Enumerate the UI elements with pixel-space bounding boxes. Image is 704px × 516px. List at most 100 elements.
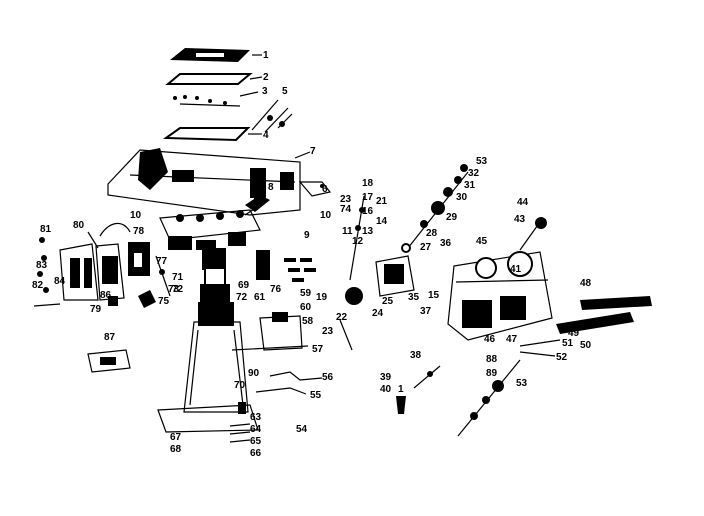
callout-label: 14	[376, 216, 388, 227]
callout-label: 54	[296, 424, 308, 435]
callout-label: 48	[580, 278, 592, 289]
part-50-rail	[556, 312, 634, 334]
part-52-screw	[519, 351, 556, 357]
callout-label: 55	[310, 390, 322, 401]
callout-label: 37	[420, 306, 432, 317]
callout-label: 70	[234, 380, 246, 391]
callout-label: 57	[312, 344, 324, 355]
callout-label: 9	[304, 230, 310, 241]
callout-label: 84	[54, 276, 66, 287]
callout-label: 77	[156, 256, 168, 267]
callout-label: 41	[510, 264, 522, 275]
part-18-shaft	[349, 195, 365, 281]
part-8-lever	[245, 185, 270, 212]
callout-label: 39	[380, 372, 392, 383]
callout-label: 68	[170, 444, 182, 455]
callout-label: 10	[130, 210, 142, 221]
callout-label: 50	[580, 340, 592, 351]
part-2-gasket	[165, 73, 253, 85]
part-5-bolts	[251, 99, 293, 133]
callout-label: 52	[556, 352, 568, 363]
callout-label: 5	[282, 86, 288, 97]
callout-label: 15	[428, 290, 440, 301]
callout-label: 81	[40, 224, 52, 235]
part-3-screws	[173, 95, 241, 107]
callout-label: 1	[398, 384, 404, 395]
callout-label: 64	[250, 424, 262, 435]
callout-label: 36	[440, 238, 452, 249]
callout-label: 56	[322, 372, 334, 383]
callout-label: 26	[386, 266, 398, 277]
callout-label: 66	[250, 448, 262, 459]
callout-label: 69	[238, 280, 250, 291]
callout-label: 82	[32, 280, 44, 291]
callout-label: 72	[172, 284, 184, 295]
callout-label: 17	[362, 192, 374, 203]
callout-label: 60	[300, 302, 312, 313]
part-80-bracket	[59, 231, 99, 301]
callout-label: 32	[468, 168, 480, 179]
callout-label: 28	[426, 228, 438, 239]
base-flange	[157, 404, 259, 433]
callout-label: 29	[446, 212, 458, 223]
callout-label: 35	[408, 292, 420, 303]
part-9-plates	[284, 258, 316, 282]
callout-label: 67	[170, 432, 182, 443]
callout-label: 38	[410, 350, 422, 361]
callout-label: 86	[100, 290, 112, 301]
part-23-rod	[339, 319, 353, 351]
callout-label: 25	[382, 296, 394, 307]
callout-label: 72	[236, 292, 248, 303]
callout-label: 21	[376, 196, 388, 207]
part-51-rod	[519, 339, 561, 347]
callout-label: 87	[104, 332, 116, 343]
part-45-gearbox	[447, 251, 553, 341]
callout-label: 65	[250, 436, 262, 447]
leader-3	[239, 91, 259, 97]
callout-label: 47	[506, 334, 518, 345]
callout-label: 75	[158, 296, 170, 307]
callout-label: 7	[310, 146, 316, 157]
callout-label: 16	[362, 206, 374, 217]
callout-label: 30	[456, 192, 468, 203]
part-10-spring	[99, 222, 131, 237]
callout-label: 59	[300, 288, 312, 299]
callout-label: 74	[340, 204, 352, 215]
callout-label: 46	[484, 334, 496, 345]
part-19-gear	[345, 287, 363, 305]
part-56-clamp	[269, 371, 323, 381]
part-70-stud	[238, 402, 246, 414]
part-44-knob	[519, 217, 547, 251]
part-87-plate	[87, 349, 131, 373]
callout-label: 73	[168, 284, 180, 295]
callout-label: 23	[322, 326, 334, 337]
part-57-rod	[231, 345, 309, 351]
callout-label: 53	[516, 378, 528, 389]
callout-label: 6	[322, 184, 328, 195]
callout-label: 89	[486, 368, 498, 379]
callout-labels: 1 2 3 5 4 7 8 10 9 6 18 17 16 14 13 12 7…	[32, 50, 592, 459]
part-1-plug	[396, 396, 406, 414]
part-53-worm-shaft	[457, 359, 521, 437]
motor-shaft-assembly	[198, 248, 234, 326]
callout-label: 90	[248, 368, 260, 379]
part-36-housing	[375, 255, 415, 297]
callout-label: 78	[133, 226, 145, 237]
part-27-spindle	[401, 164, 469, 253]
callout-label: 40	[380, 384, 392, 395]
callout-label: 58	[302, 316, 314, 327]
callout-label: 12	[352, 236, 364, 247]
part-38-pin	[413, 365, 441, 389]
callout-label: 24	[372, 308, 384, 319]
part-4-gasket	[162, 127, 251, 142]
callout-label: 4	[263, 130, 269, 141]
callout-label: 51	[562, 338, 574, 349]
callout-label: 8	[268, 182, 274, 193]
callout-label: 83	[36, 260, 48, 271]
callout-label: 27	[420, 242, 432, 253]
part-75-bracket	[138, 290, 156, 308]
callout-label: 49	[568, 328, 580, 339]
callout-label: 13	[362, 226, 374, 237]
callout-label: 88	[486, 354, 498, 365]
part-48-rail	[580, 296, 652, 310]
